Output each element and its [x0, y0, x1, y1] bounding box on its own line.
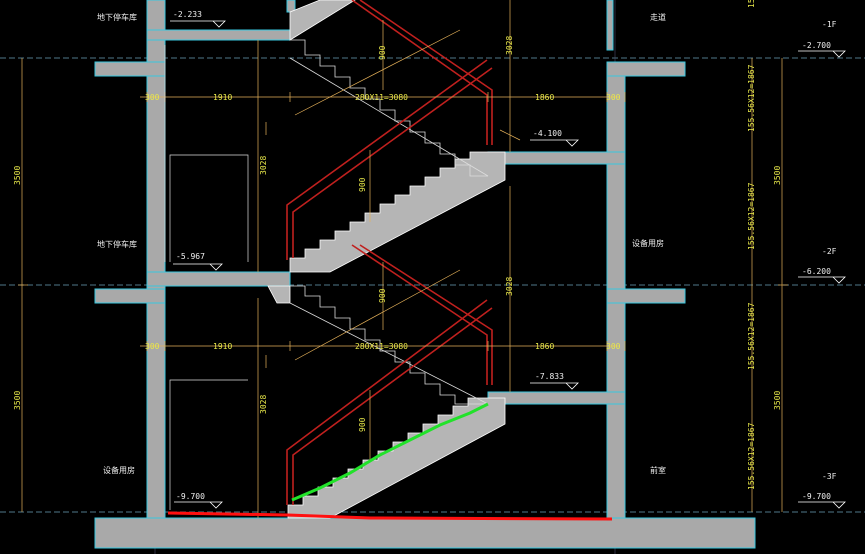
stair-flight-upper	[289, 0, 506, 273]
dim-text: 1860	[535, 342, 554, 351]
dimension-lines	[18, 0, 788, 518]
level-label: -4.100	[533, 129, 562, 138]
dim-text: 3500	[773, 166, 782, 185]
highlight-red-line	[167, 511, 613, 521]
dim-text: 3500	[13, 391, 22, 410]
level-label: -2.233	[173, 10, 202, 19]
room-outlines	[164, 45, 249, 510]
room-label: 地下停车库	[97, 12, 137, 22]
dim-text: 300	[145, 342, 160, 351]
dim-text: 300	[606, 342, 621, 351]
dim-text: 155.56X12=1867	[747, 182, 756, 250]
dim-text: 300	[606, 93, 621, 102]
level-label: -2.700	[802, 41, 831, 50]
level-label: -6.200	[802, 267, 831, 276]
dim-text: 280X11=3080	[355, 342, 408, 351]
room-label: 前室	[650, 465, 666, 475]
room-label: 地下停车库	[97, 239, 137, 249]
dim-text: 1910	[213, 93, 232, 102]
dim-text: 3500	[773, 391, 782, 410]
dim-text: 900	[358, 177, 367, 192]
level-label: -9.700	[802, 492, 831, 501]
dim-text: 3028	[505, 277, 514, 296]
dim-text: 3028	[259, 156, 268, 175]
room-label: 设备用房	[632, 238, 664, 248]
stair-flight-behind	[289, 39, 489, 405]
dim-text: 3028	[505, 36, 514, 55]
handrails	[286, 0, 493, 505]
dim-text: 155.56X12=1867	[747, 302, 756, 370]
dim-text: 155.56X12=1867	[747, 64, 756, 132]
highlight-green-line	[291, 402, 489, 502]
dim-text: 3028	[259, 395, 268, 414]
dim-text: 1910	[213, 342, 232, 351]
dim-text: 300	[145, 93, 160, 102]
dim-text: 280X11=3080	[355, 93, 408, 102]
room-label: 走道	[650, 12, 666, 22]
floor-label: -3F	[822, 472, 837, 481]
room-label: 设备用房	[103, 465, 135, 475]
level-label: -5.967	[176, 252, 205, 261]
dim-text: 3500	[13, 166, 22, 185]
level-label: -7.833	[535, 372, 564, 381]
level-markers	[170, 20, 846, 509]
dim-text: 150	[747, 0, 756, 8]
floor-label: -1F	[822, 20, 837, 29]
dim-text: 155.56X12=1867	[747, 422, 756, 490]
dim-text: 1860	[535, 93, 554, 102]
dim-text: 900	[378, 45, 387, 60]
dim-text: 900	[378, 288, 387, 303]
floor-label: -2F	[822, 247, 837, 256]
level-label: -9.700	[176, 492, 205, 501]
labels: -2.233 -2.700 -4.100 -5.967 -6.200 -7.83…	[13, 0, 837, 501]
concrete-structure	[94, 0, 756, 549]
stair-flight-lower	[267, 285, 506, 519]
dim-text: 900	[358, 417, 367, 432]
